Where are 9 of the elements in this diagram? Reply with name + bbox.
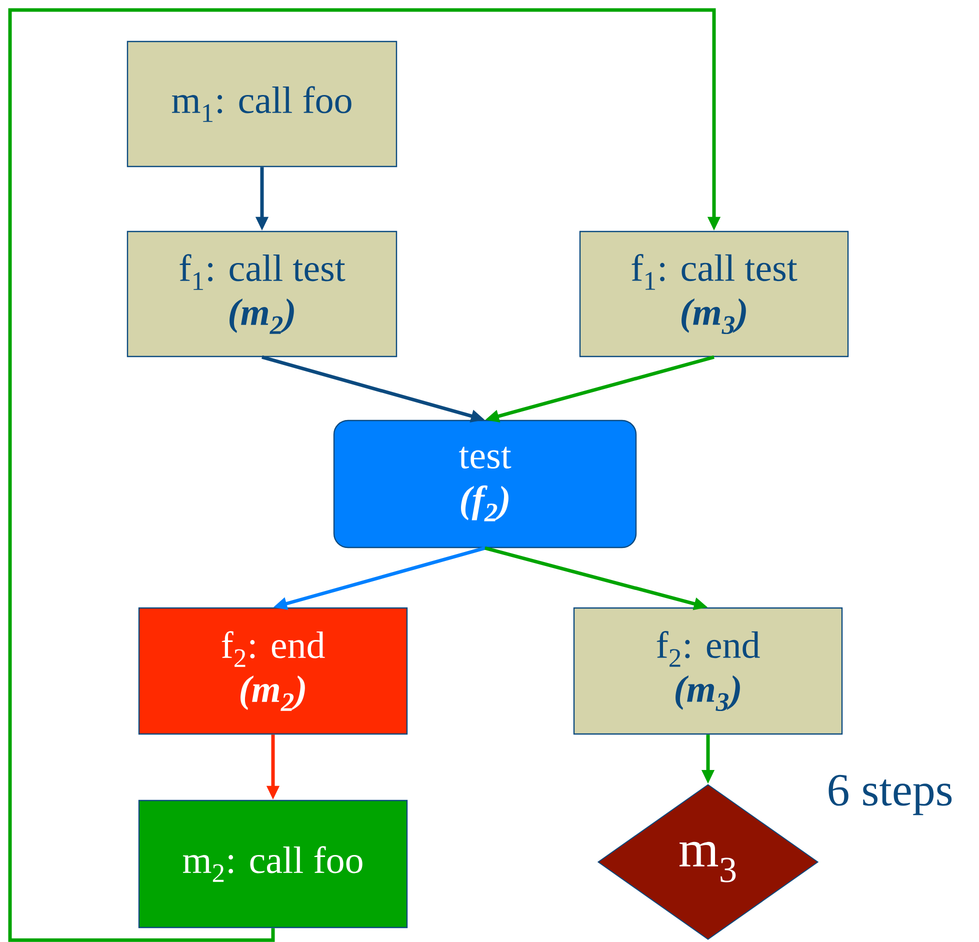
process-box: f$_{1}$: call test (m$_{3}$): [579, 230, 849, 358]
process-box: f$_{1}$: call test (m$_{2}$): [126, 230, 398, 358]
process-box: m$_{2}$: call foo: [138, 800, 408, 928]
arrow: [8, 8, 721, 942]
process-box: f$_{2}$: end (m$_{3}$): [573, 607, 843, 735]
step-count-label: 6 steps: [828, 774, 952, 816]
process-box: test (f$_{2}$): [333, 420, 637, 548]
process-box: m$_{1}$: call foo: [126, 40, 398, 168]
process-box: f$_{2}$: end (m$_{2}$): [138, 607, 408, 735]
